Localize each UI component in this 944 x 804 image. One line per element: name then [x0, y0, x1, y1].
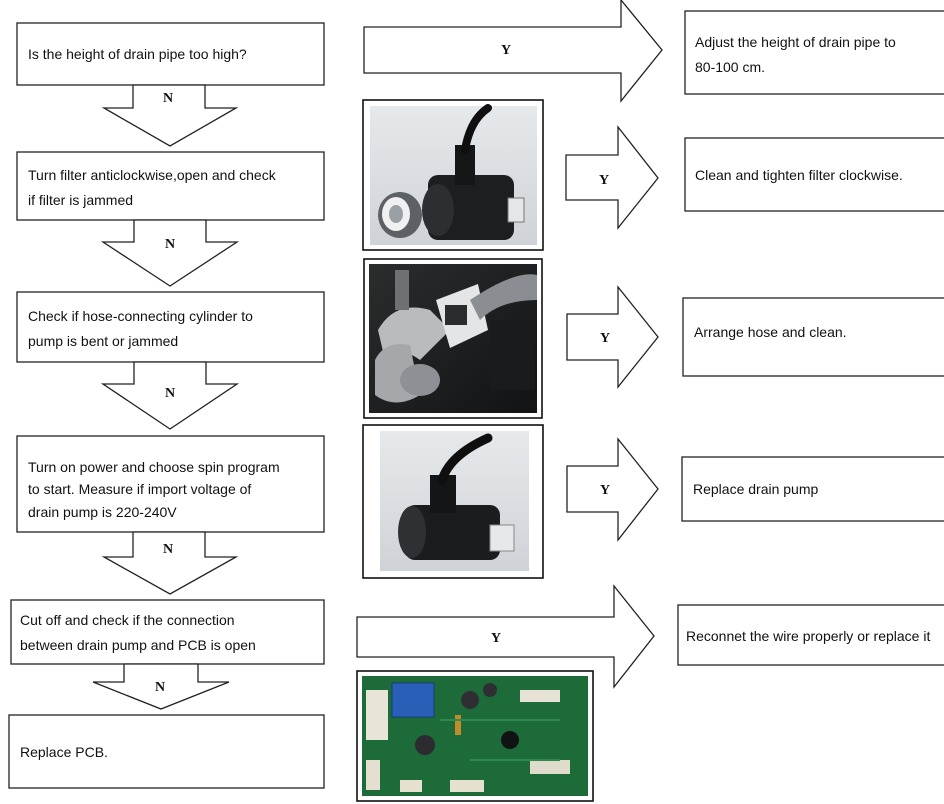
action-box-4: [681, 456, 944, 522]
no-arrow-3: [100, 361, 240, 430]
question-box-5: [10, 599, 325, 665]
question-box-1: [16, 22, 325, 86]
hose-connecting-cylinder-photo: [363, 258, 543, 419]
final-text: Replace PCB.: [20, 744, 108, 760]
action-box-1: [684, 10, 944, 95]
action-text-2: Clean and tighten filter clockwise.: [695, 167, 903, 183]
action-text-1: Adjust the height of drain pipe to 80-10…: [695, 34, 900, 75]
yes-label-5: Y: [491, 631, 501, 646]
no-label-4: N: [163, 542, 173, 557]
question-box-2: [16, 151, 325, 221]
no-arrow-2: [100, 219, 240, 287]
action-text-3: Arrange hose and clean.: [694, 324, 847, 340]
pcb-board-photo: [356, 670, 594, 802]
question-text-1: Is the height of drain pipe too high?: [28, 46, 247, 62]
yes-arrow-1: [363, 0, 663, 103]
question-text-4: Turn on power and choose spin program to…: [28, 459, 284, 520]
yes-label-3: Y: [600, 331, 610, 346]
yes-label-1: Y: [501, 43, 511, 58]
action-text-4: Replace drain pump: [693, 481, 819, 497]
action-text-5: Reconnet the wire properly or replace it: [686, 628, 930, 644]
question-text-3: Check if hose-connecting cylinder to pum…: [28, 308, 257, 349]
action-box-3: [682, 297, 944, 377]
yes-arrow-4: [566, 437, 659, 542]
yes-arrow-2: [565, 125, 659, 230]
no-label-2: N: [165, 237, 175, 252]
yes-label-4: Y: [600, 483, 610, 498]
no-label-3: N: [165, 386, 175, 401]
action-box-5: [677, 604, 944, 666]
no-arrow-1: [101, 84, 239, 147]
no-arrow-5: [92, 663, 230, 710]
question-text-2: Turn filter anticlockwise,open and check…: [28, 167, 280, 208]
yes-arrow-3: [566, 285, 659, 389]
yes-label-2: Y: [599, 173, 609, 188]
yes-arrow-5: [356, 584, 655, 689]
final-box: [8, 714, 325, 789]
question-box-3: [16, 291, 325, 363]
drain-pump-with-filter-photo: [362, 99, 544, 251]
drain-pump-photo: [362, 424, 544, 579]
no-arrow-4: [101, 531, 239, 595]
question-text-5: Cut off and check if the connection betw…: [20, 612, 256, 653]
no-label-5: N: [155, 680, 165, 695]
no-label-1: N: [163, 91, 173, 106]
action-box-2: [684, 137, 944, 212]
